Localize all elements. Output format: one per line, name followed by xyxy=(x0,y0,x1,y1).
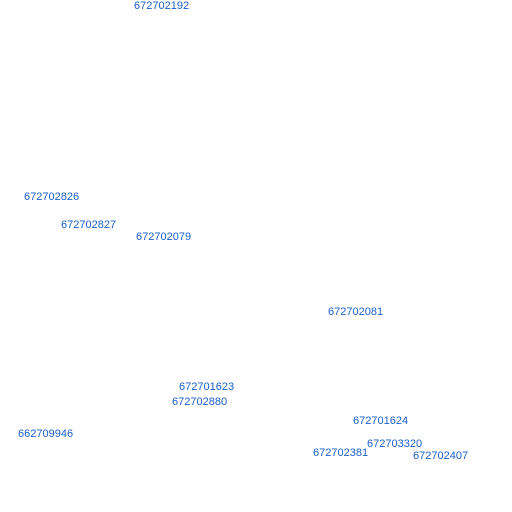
parcel-label[interactable]: 672702407 xyxy=(413,450,469,462)
parcel-label[interactable]: 672703320 xyxy=(367,438,423,450)
parcel-label[interactable]: 672701624 xyxy=(353,415,409,427)
parcel-label[interactable]: 672701623 xyxy=(179,381,235,393)
parcel-label[interactable]: 672702081 xyxy=(328,306,384,318)
parcel-label[interactable]: 672702192 xyxy=(134,0,190,12)
parcel-label[interactable]: 672702880 xyxy=(172,396,228,408)
parcel-label[interactable]: 662709946 xyxy=(18,428,74,440)
parcel-label[interactable]: 672702079 xyxy=(136,231,192,243)
parcel-label[interactable]: 672702826 xyxy=(24,191,80,203)
parcel-label[interactable]: 672702381 xyxy=(313,447,369,459)
parcel-label[interactable]: 672702827 xyxy=(61,219,117,231)
